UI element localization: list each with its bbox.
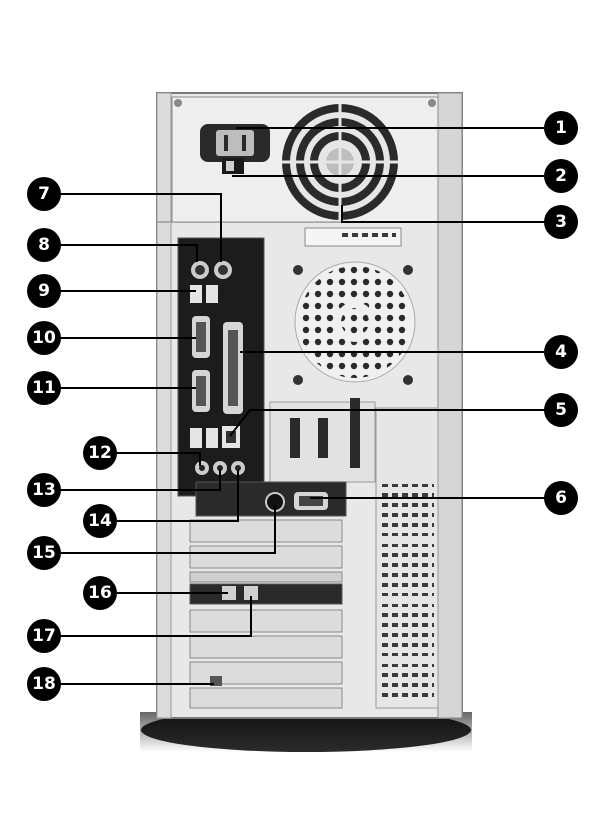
callout-number: 13: [32, 480, 56, 500]
callout-2: 2: [544, 159, 578, 193]
callout-number: 16: [88, 583, 112, 603]
callout-number: 5: [555, 400, 567, 420]
callout-number: 4: [555, 342, 567, 362]
callout-number: 7: [38, 184, 50, 204]
callout-14: 14: [83, 504, 117, 538]
callout-number: 11: [32, 378, 56, 398]
callout-number: 8: [38, 235, 50, 255]
callout-number: 9: [38, 281, 50, 301]
callout-4: 4: [544, 335, 578, 369]
callout-number: 18: [32, 674, 56, 694]
callout-number: 12: [88, 443, 112, 463]
side-vents: [376, 408, 438, 708]
io-panel: [178, 238, 264, 496]
callout-17: 17: [27, 619, 61, 653]
callout-10: 10: [27, 321, 61, 355]
parallel-port: [223, 322, 243, 414]
power-inlet: [200, 124, 270, 162]
callout-18: 18: [27, 667, 61, 701]
callout-15: 15: [27, 536, 61, 570]
callout-number: 15: [32, 543, 56, 563]
callout-13: 13: [27, 473, 61, 507]
callout-1: 1: [544, 111, 578, 145]
callout-number: 17: [32, 626, 56, 646]
serial-label: [305, 228, 401, 246]
callout-16: 16: [83, 576, 117, 610]
callout-6: 6: [544, 481, 578, 515]
callout-number: 1: [555, 118, 567, 138]
psu-fan: [282, 104, 398, 220]
voltage-switch: [222, 158, 244, 174]
callout-number: 3: [555, 212, 567, 232]
power-supply: [172, 97, 438, 222]
pci-slot-covers: [190, 520, 342, 708]
lan-port: [222, 426, 240, 448]
callout-8: 8: [27, 228, 61, 262]
callout-7: 7: [27, 177, 61, 211]
callout-11: 11: [27, 371, 61, 405]
callout-3: 3: [544, 205, 578, 239]
serial-port-2: [192, 370, 210, 412]
callout-number: 10: [32, 328, 56, 348]
callout-9: 9: [27, 274, 61, 308]
callout-12: 12: [83, 436, 117, 470]
callout-5: 5: [544, 393, 578, 427]
callout-number: 6: [555, 488, 567, 508]
callout-number: 14: [88, 511, 112, 531]
callout-number: 2: [555, 166, 567, 186]
